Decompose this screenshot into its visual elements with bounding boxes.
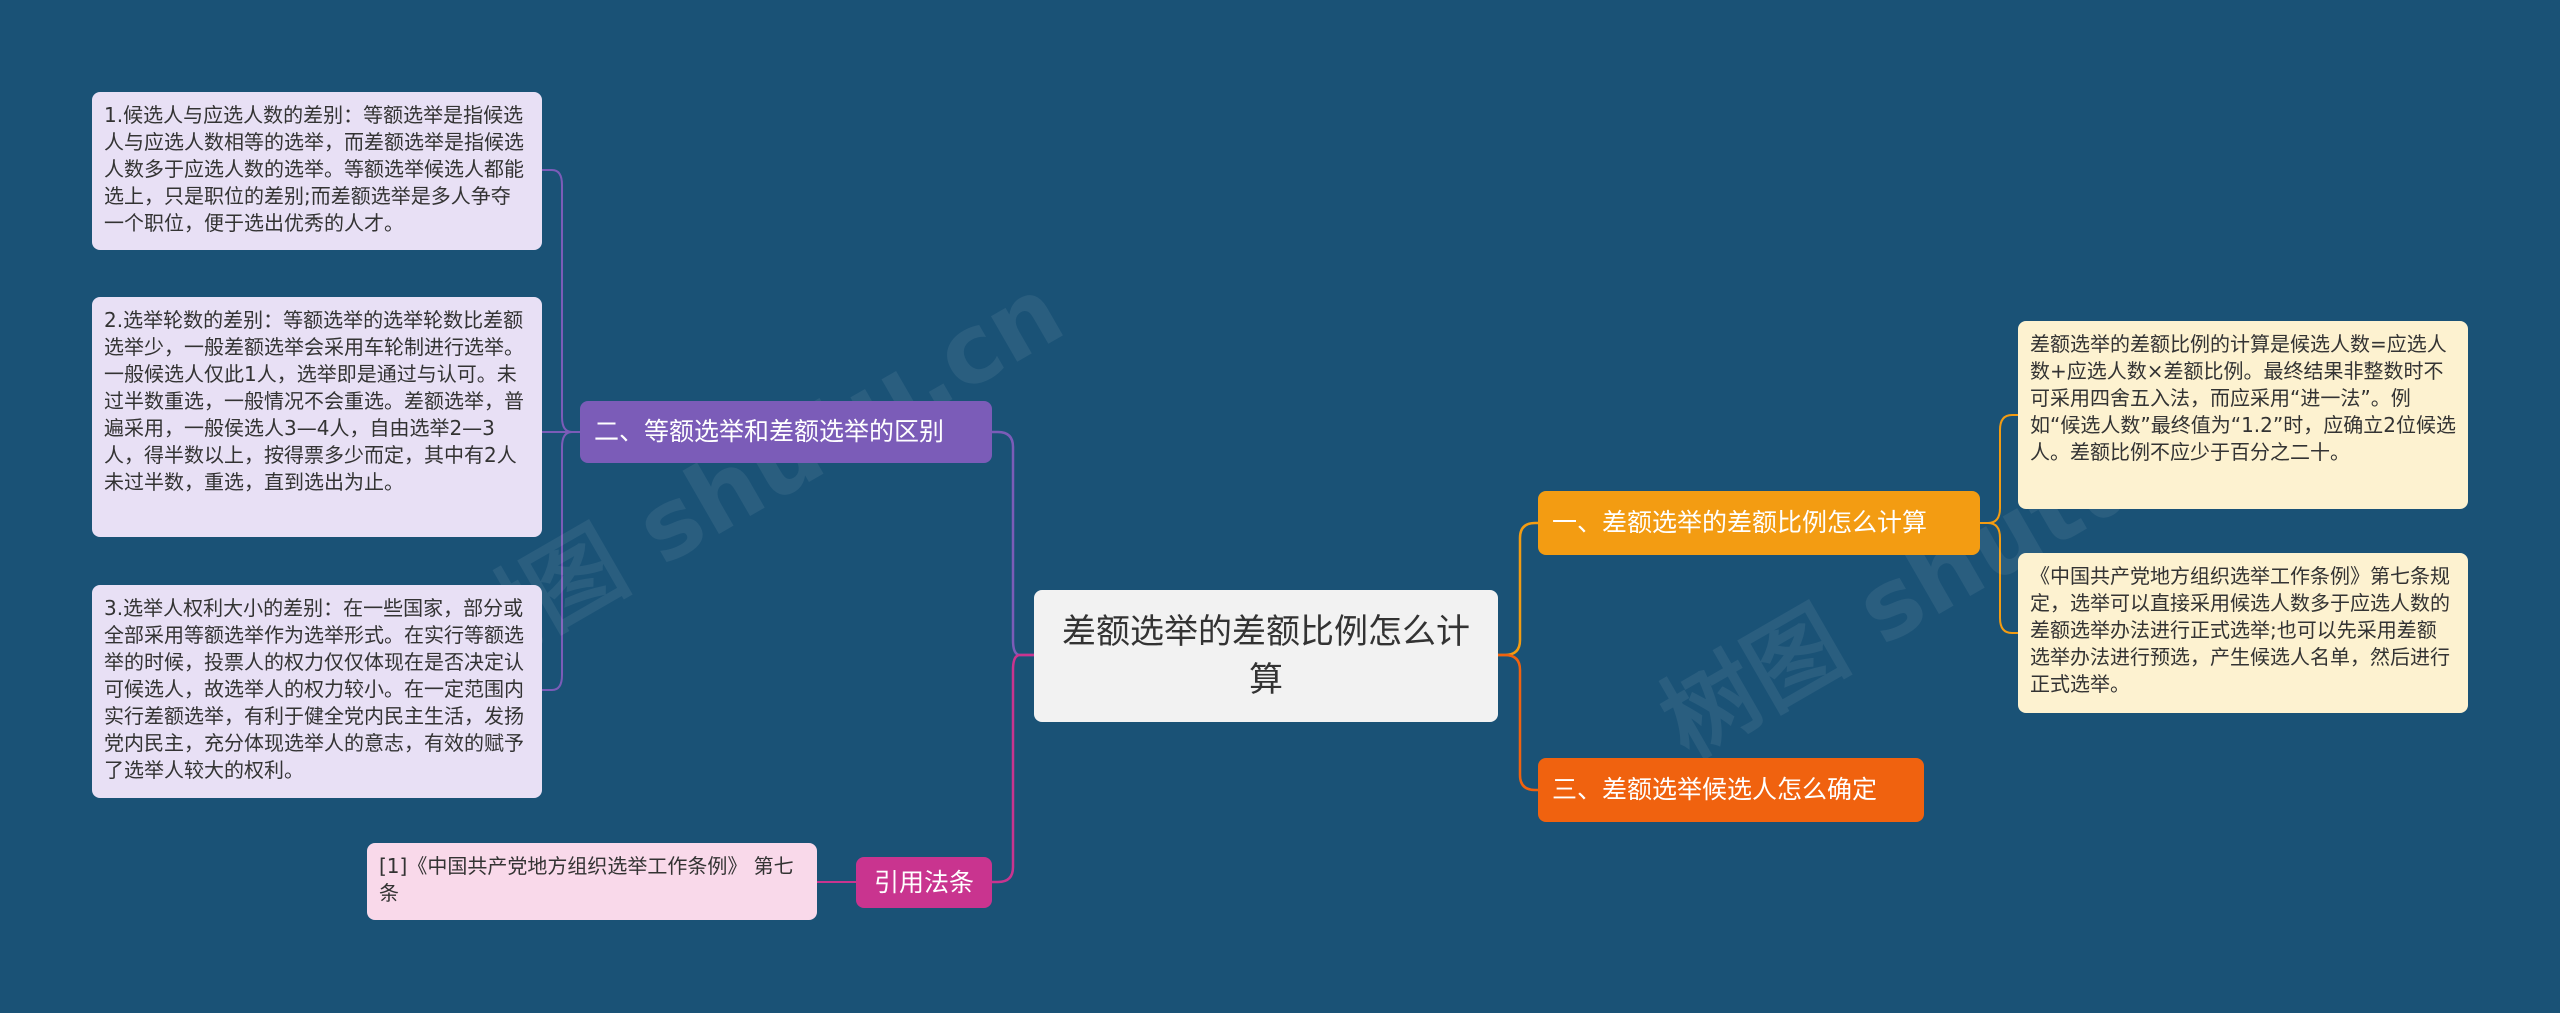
branch-node-calculation[interactable]: 一、差额选举的差额比例怎么计算 [1538,491,1980,555]
link-root-b1 [992,430,1034,657]
link-b3-l5 [1980,414,2018,524]
leaf-node-candidate-count[interactable]: 1.候选人与应选人数的差别：等额选举是指候选人与应选人数相等的选举，而差额选举是… [92,92,542,250]
branch-label: 一、差额选举的差额比例怎么计算 [1552,508,1928,537]
branch-node-candidates[interactable]: 三、差额选举候选人怎么确定 [1538,758,1924,822]
leaf-node-formula[interactable]: 差额选举的差额比例的计算是候选人数=应选人数+应选人数×差额比例。最终结果非整数… [2018,321,2468,509]
leaf-node-regulation[interactable]: 《中国共产党地方组织选举工作条例》第七条规定，选举可以直接采用候选人数多于应选人… [2018,553,2468,713]
leaf-node-election-rounds[interactable]: 2.选举轮数的差别：等额选举的选举轮数比差额选举少，一般差额选举会采用车轮制进行… [92,297,542,537]
leaf-text: 《中国共产党地方组织选举工作条例》第七条规定，选举可以直接采用候选人数多于应选人… [2030,564,2450,696]
root-title: 差额选举的差额比例怎么计算 [1062,612,1470,700]
branch-label: 二、等额选举和差额选举的区别 [594,417,945,446]
leaf-text: [1]《中国共产党地方组织选举工作条例》 第七条 [379,854,794,905]
branch-label: 三、差额选举候选人怎么确定 [1552,775,1878,804]
root-node[interactable]: 差额选举的差额比例怎么计算 [1034,590,1498,722]
link-b3-l6 [1980,522,2018,634]
leaf-text: 3.选举人权利大小的差别：在一些国家，部分或全部采用等额选举作为选举形式。在实行… [104,596,524,782]
leaf-node-voter-rights[interactable]: 3.选举人权利大小的差别：在一些国家，部分或全部采用等额选举作为选举形式。在实行… [92,585,542,798]
link-b1-l3 [542,431,580,691]
leaf-text: 差额选举的差额比例的计算是候选人数=应选人数+应选人数×差额比例。最终结果非整数… [2030,332,2456,464]
leaf-node-citation[interactable]: [1]《中国共产党地方组织选举工作条例》 第七条 [367,843,817,920]
leaf-text: 2.选举轮数的差别：等额选举的选举轮数比差额选举少，一般差额选举会采用车轮制进行… [104,308,524,494]
branch-label: 引用法条 [873,867,974,897]
leaf-text: 1.候选人与应选人数的差别：等额选举是指候选人与应选人数相等的选举，而差额选举是… [104,103,524,235]
link-root-b3 [1498,521,1538,657]
branch-node-citation[interactable]: 引用法条 [856,857,992,908]
link-root-b4 [1498,653,1538,792]
link-root-b2 [992,653,1034,884]
link-b1-l1 [542,169,580,433]
branch-node-difference[interactable]: 二、等额选举和差额选举的区别 [580,401,992,463]
